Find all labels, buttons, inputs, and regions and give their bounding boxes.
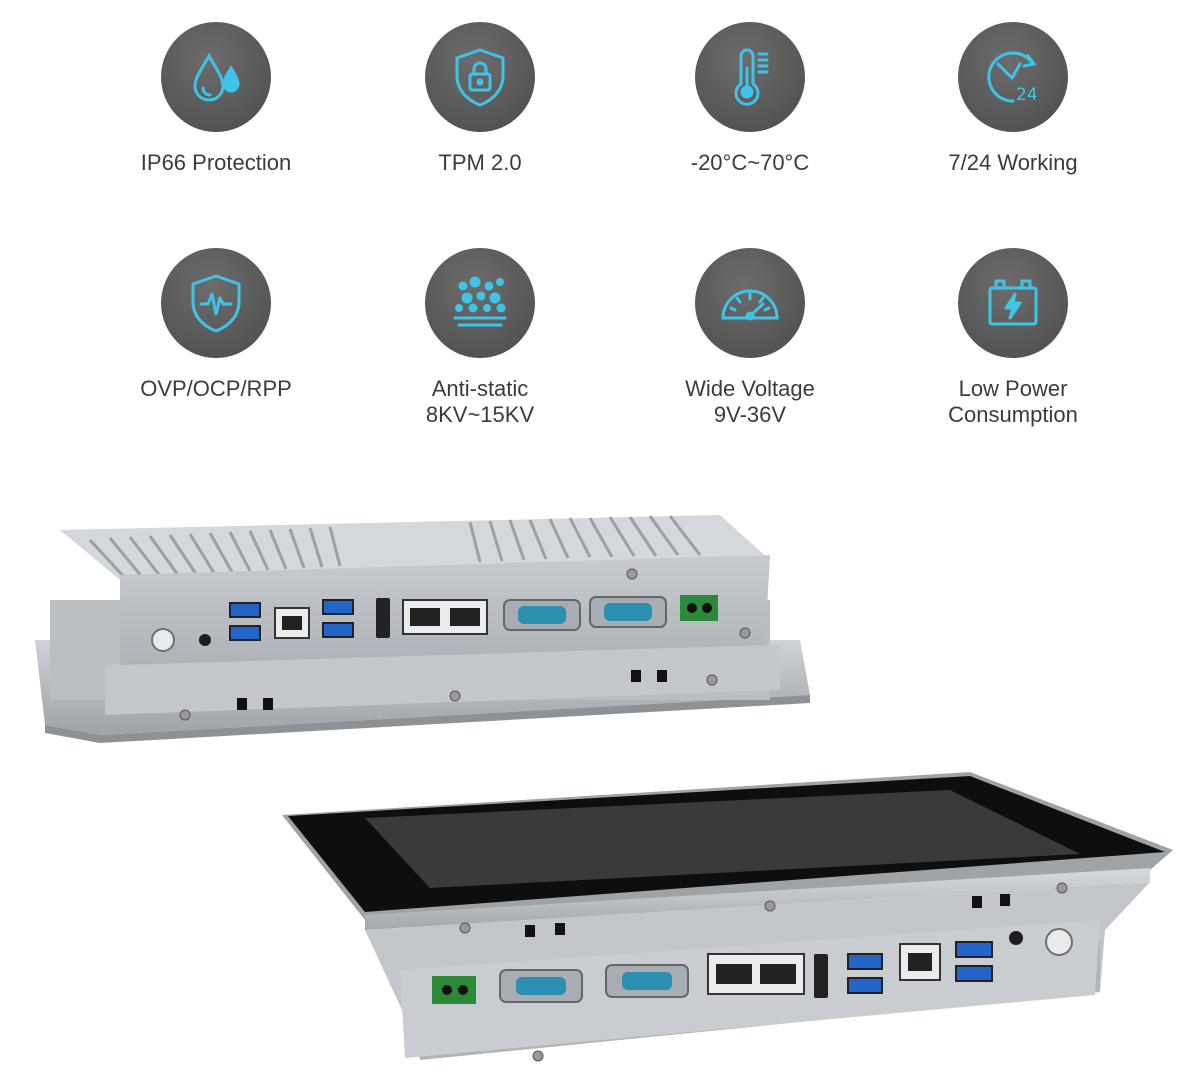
clock-24-icon: 24: [958, 22, 1068, 132]
feature-protection: OVP/OCP/RPP: [96, 248, 336, 402]
panel-pc-rear-view: [30, 500, 820, 770]
panel-pc-front-view: [270, 770, 1180, 1070]
feature-label: -20°C~70°C: [690, 150, 810, 175]
shield-wave-icon: [161, 248, 271, 358]
shield-lock-icon: [425, 22, 535, 132]
feature-label: OVP/OCP/RPP: [140, 376, 292, 401]
feature-tpm: TPM 2.0: [360, 22, 600, 176]
thermometer-icon: [695, 22, 805, 132]
static-dots-icon: [425, 248, 535, 358]
water-drops-icon: [161, 22, 271, 132]
feature-label: 7/24 Working: [948, 150, 1078, 175]
feature-247: 24 7/24 Working: [893, 22, 1133, 176]
gauge-icon: [695, 248, 805, 358]
feature-ip66: IP66 Protection: [96, 22, 336, 176]
feature-temperature: -20°C~70°C: [630, 22, 870, 176]
feature-label: IP66 Protection: [140, 150, 292, 175]
svg-text:24: 24: [1016, 85, 1038, 105]
feature-label: TPM 2.0: [438, 150, 522, 175]
battery-bolt-icon: [958, 248, 1068, 358]
